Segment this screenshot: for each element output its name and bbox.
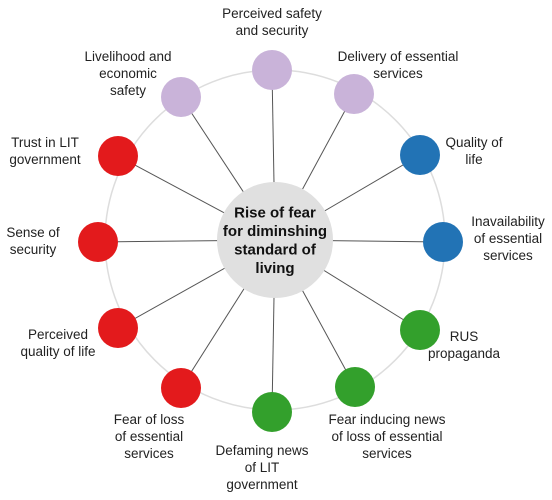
node-defaming-news <box>252 392 292 432</box>
node-label-defaming-news: Defaming news of LIT government <box>215 443 308 492</box>
node-label-line: security <box>10 242 57 257</box>
node-label-line: Inavailability <box>471 214 545 229</box>
node-label-line: Quality of <box>445 135 502 150</box>
node-label-line: of loss of essential <box>331 429 442 444</box>
node-label-rus-propaganda: RUS propaganda <box>428 329 501 361</box>
node-label-delivery-essential: Delivery of essential services <box>338 49 459 81</box>
node-label-line: Defaming news <box>215 443 308 458</box>
center-label-line: living <box>255 260 294 277</box>
center-label-line: for diminshing <box>223 223 327 240</box>
node-label-line: safety <box>110 83 146 98</box>
center-label-line: Rise of fear <box>234 204 316 221</box>
node-label-line: of essential <box>115 429 183 444</box>
node-livelihood <box>161 77 201 117</box>
node-fear-of-loss <box>161 368 201 408</box>
node-label-inavailability: Inavailability of essential services <box>471 214 545 263</box>
node-label-line: quality of life <box>20 344 95 359</box>
node-label-line: life <box>465 152 482 167</box>
node-label-line: Livelihood and <box>84 49 171 64</box>
node-fear-inducing-news <box>335 367 375 407</box>
node-label-fear-of-loss: Fear of loss of essential services <box>114 412 185 461</box>
node-label-line: Sense of <box>6 225 60 240</box>
node-label-line: government <box>9 152 81 167</box>
node-label-perceived-quality: Perceived quality of life <box>20 327 95 359</box>
node-label-line: Perceived safety <box>222 6 322 21</box>
node-label-line: Perceived <box>28 327 88 342</box>
node-label-line: services <box>124 446 174 461</box>
node-perceived-quality <box>98 308 138 348</box>
node-label-line: economic <box>99 66 157 81</box>
center-node <box>217 182 333 298</box>
node-label-quality-of-life: Quality of life <box>445 135 502 167</box>
node-label-line: of LIT <box>245 460 280 475</box>
node-label-line: services <box>373 66 423 81</box>
node-inavailability <box>423 222 463 262</box>
node-label-line: services <box>483 248 533 263</box>
node-label-line: propaganda <box>428 346 501 361</box>
node-label-line: services <box>362 446 412 461</box>
node-trust-in-lit <box>98 136 138 176</box>
node-delivery-essential <box>334 74 374 114</box>
node-label-line: of essential <box>474 231 542 246</box>
node-label-livelihood: Livelihood and economic safety <box>84 49 171 98</box>
node-label-perceived-safety: Perceived safety and security <box>222 6 322 38</box>
node-sense-of-security <box>78 222 118 262</box>
node-quality-of-life <box>400 135 440 175</box>
node-label-line: Trust in LIT <box>11 135 79 150</box>
node-label-line: Delivery of essential <box>338 49 459 64</box>
center-label-line: standard of <box>234 241 317 258</box>
node-perceived-safety <box>252 50 292 90</box>
node-label-line: Fear of loss <box>114 412 185 427</box>
node-label-line: government <box>226 477 298 492</box>
node-label-line: and security <box>236 23 309 38</box>
node-label-trust-in-lit: Trust in LIT government <box>9 135 81 167</box>
node-label-line: Fear inducing news <box>328 412 445 427</box>
node-label-line: RUS <box>450 329 479 344</box>
node-label-sense-of-security: Sense of security <box>6 225 60 257</box>
node-rus-propaganda <box>400 310 440 350</box>
node-label-fear-inducing-news: Fear inducing news of loss of essential se… <box>328 412 445 461</box>
